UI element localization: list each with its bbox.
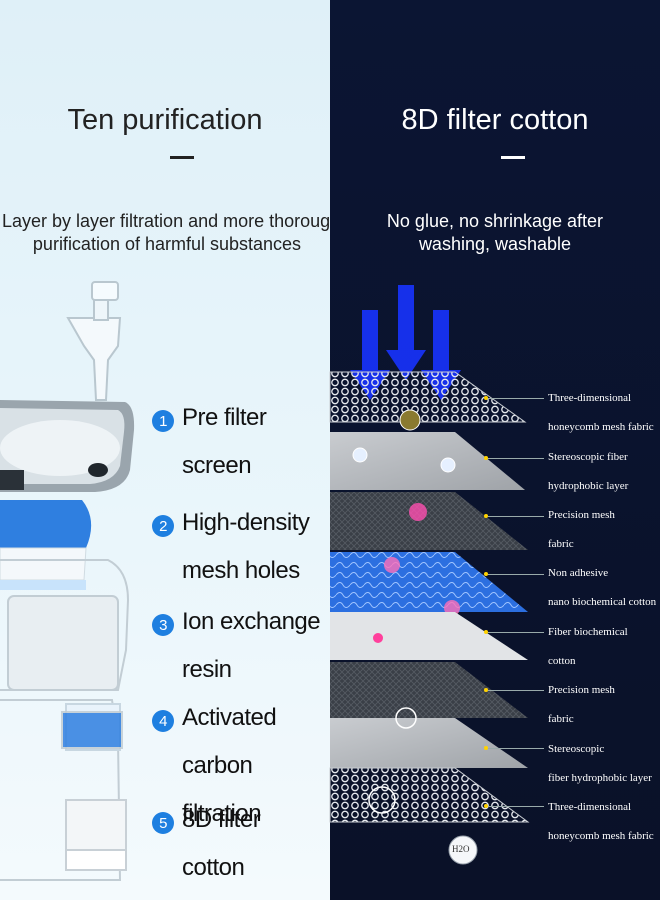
spout-graphic [66,281,122,401]
step-2-label: High-density mesh holes [182,509,310,584]
left-subtitle: Layer by layer filtration and more thoro… [2,210,330,256]
step-5: 5 8D filter cotton [152,806,261,892]
layer-7-leader [488,748,544,749]
step-1-number: 1 [152,410,174,432]
layer-6-leader [488,690,544,691]
layer-4-dot [484,572,488,576]
right-subtitle-line2: washing, washable [418,234,572,254]
layer-6-label-line2: fabric [548,713,574,725]
layer-8-honeycomb [329,767,530,823]
step-3-label: Ion exchange resin [182,608,321,683]
layer-5-dot [484,630,488,634]
layer-4-nano-biochemical [330,552,528,616]
step-4-label: Activated carbon filtration [182,704,277,827]
right-subtitle: No glue, no shrinkage after washing, was… [330,210,660,256]
layer-1-leader [488,398,544,399]
step-1: 1 Pre filter screen [152,404,330,490]
layer-6-label-line1: Precision mesh [548,684,615,696]
h2o-label: H2O [452,844,470,854]
step-1-label: Pre filter screen [182,404,267,479]
layer-1-honeycomb [329,371,527,431]
step-2: 2 High-density mesh holes [152,509,310,595]
step-5-number: 5 [152,812,174,834]
layer-5-fiber-biochemical [330,612,528,660]
h2o-droplet-icon [448,835,478,865]
layer-5-leader [488,632,544,633]
layer-7-label-line2: fiber hydrophobic layer [548,772,652,784]
layer-2-leader [488,458,544,459]
layer-3-label-line2: fabric [548,538,574,550]
layer-7-label-line1: Stereoscopic [548,743,605,755]
layer-8-label-line2: honeycomb mesh fabric [548,830,654,842]
layer-3-label-line1: Precision mesh [548,509,615,521]
layer-5-label-line1: Fiber biochemical [548,626,628,638]
top-tray-graphic [0,400,135,492]
layer-4-label-line1: Non adhesive [548,567,609,579]
layer-6-dot [484,688,488,692]
layer-8-label-line1: Three-dimensional [548,801,632,813]
layer-3-precision-mesh [330,492,528,550]
layer-8-dot [484,804,488,808]
layer-1-dot [484,396,488,400]
layer-7-dot [484,746,488,750]
housing-graphic [0,559,130,881]
left-subtitle-line1: Layer by layer filtration and more thoro… [2,211,330,231]
layer-1-label-line2: honeycomb mesh fabric [548,421,654,433]
step-3-number: 3 [152,614,174,636]
layer-7-stereoscopic [330,707,528,768]
layer-1-label-line1: Three-dimensional [548,392,632,404]
step-5-label: 8D filter cotton [182,806,261,881]
step-2-number: 2 [152,515,174,537]
left-title-underline [170,156,194,159]
layer-8-leader [488,806,544,807]
layer-6-precision-mesh [330,662,528,718]
layer-2-dot [484,456,488,460]
left-subtitle-line2: purification of harmful substances [32,234,302,254]
blue-filter-graphic [0,500,92,590]
layer-3-leader [488,516,544,517]
layer-4-label-line2: nano biochemical cotton [548,596,657,608]
layer-4-leader [488,574,544,575]
layer-5-label-line2: cotton [548,655,576,667]
layer-2-label-line1: Stereoscopic fiber [548,451,628,463]
layer-2-label-line2: hydrophobic layer [548,480,629,492]
step-4: 4 Activated carbon filtration [152,704,330,838]
right-title-underline [501,156,525,159]
step-3: 3 Ion exchange resin [152,608,321,694]
layer-2-stereoscopic [330,432,525,490]
right-subtitle-line1: No glue, no shrinkage after [386,211,604,231]
left-title: Ten purification [67,104,263,136]
step-4-number: 4 [152,710,174,732]
layer-3-dot [484,514,488,518]
right-title: 8D filter cotton [401,104,589,136]
left-panel: Ten purification Layer by layer filtrati… [0,0,330,900]
fountain-illustration [0,281,135,881]
